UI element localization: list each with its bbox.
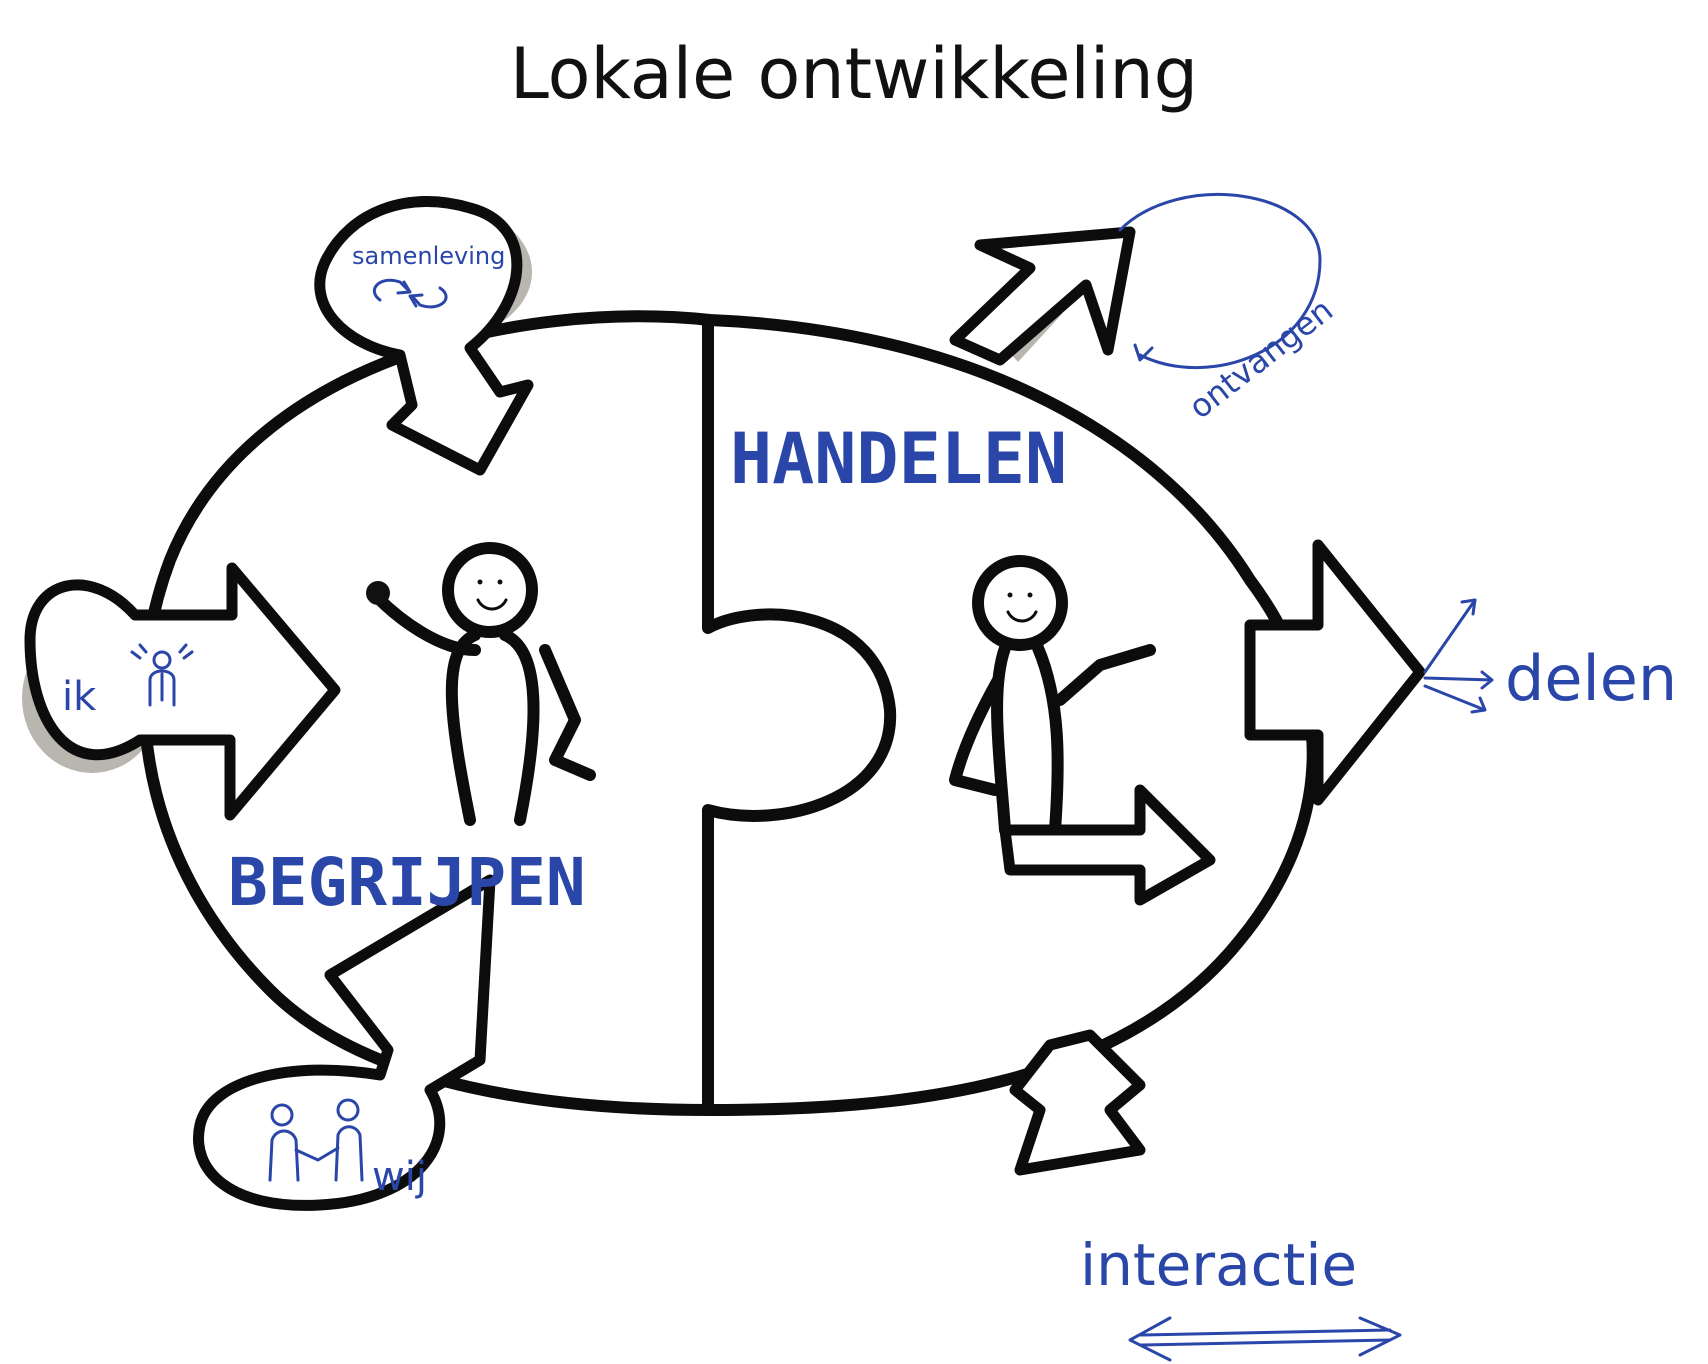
output-arrow-right bbox=[1244, 539, 1426, 806]
cycle-arrows-icon bbox=[372, 278, 448, 309]
stick-figure-right bbox=[949, 555, 1216, 906]
samenleving-bubble: samenleving bbox=[314, 196, 534, 476]
two-people-handshake-icon bbox=[268, 1098, 364, 1182]
ik-label: ik bbox=[62, 674, 97, 720]
output-arrow-up bbox=[949, 226, 1136, 366]
wij-label: wij bbox=[372, 1154, 427, 1200]
ontvangen-loop: ontvangen bbox=[1118, 193, 1341, 427]
interactie-group: interactie bbox=[1080, 1231, 1402, 1362]
stick-figure-left bbox=[366, 542, 596, 826]
output-arrow-down bbox=[1009, 1029, 1146, 1176]
ontvangen-label: ontvangen bbox=[1182, 291, 1341, 427]
samenleving-label: samenleving bbox=[352, 242, 505, 270]
wij-bubble: wij bbox=[193, 874, 496, 1211]
ik-bubble: ik bbox=[24, 562, 341, 821]
delen-group: delen bbox=[1423, 598, 1677, 715]
puzzle-divider bbox=[702, 316, 897, 1114]
double-arrow-icon bbox=[1128, 1316, 1402, 1362]
interactie-label: interactie bbox=[1080, 1231, 1357, 1299]
person-icon bbox=[130, 643, 194, 707]
delen-label: delen bbox=[1505, 642, 1677, 715]
diagram-title: Lokale ontwikkeling bbox=[510, 33, 1198, 115]
section-label-handelen: HANDELEN bbox=[730, 418, 1067, 500]
section-label-begrijpen: BEGRIJPEN bbox=[228, 844, 586, 921]
